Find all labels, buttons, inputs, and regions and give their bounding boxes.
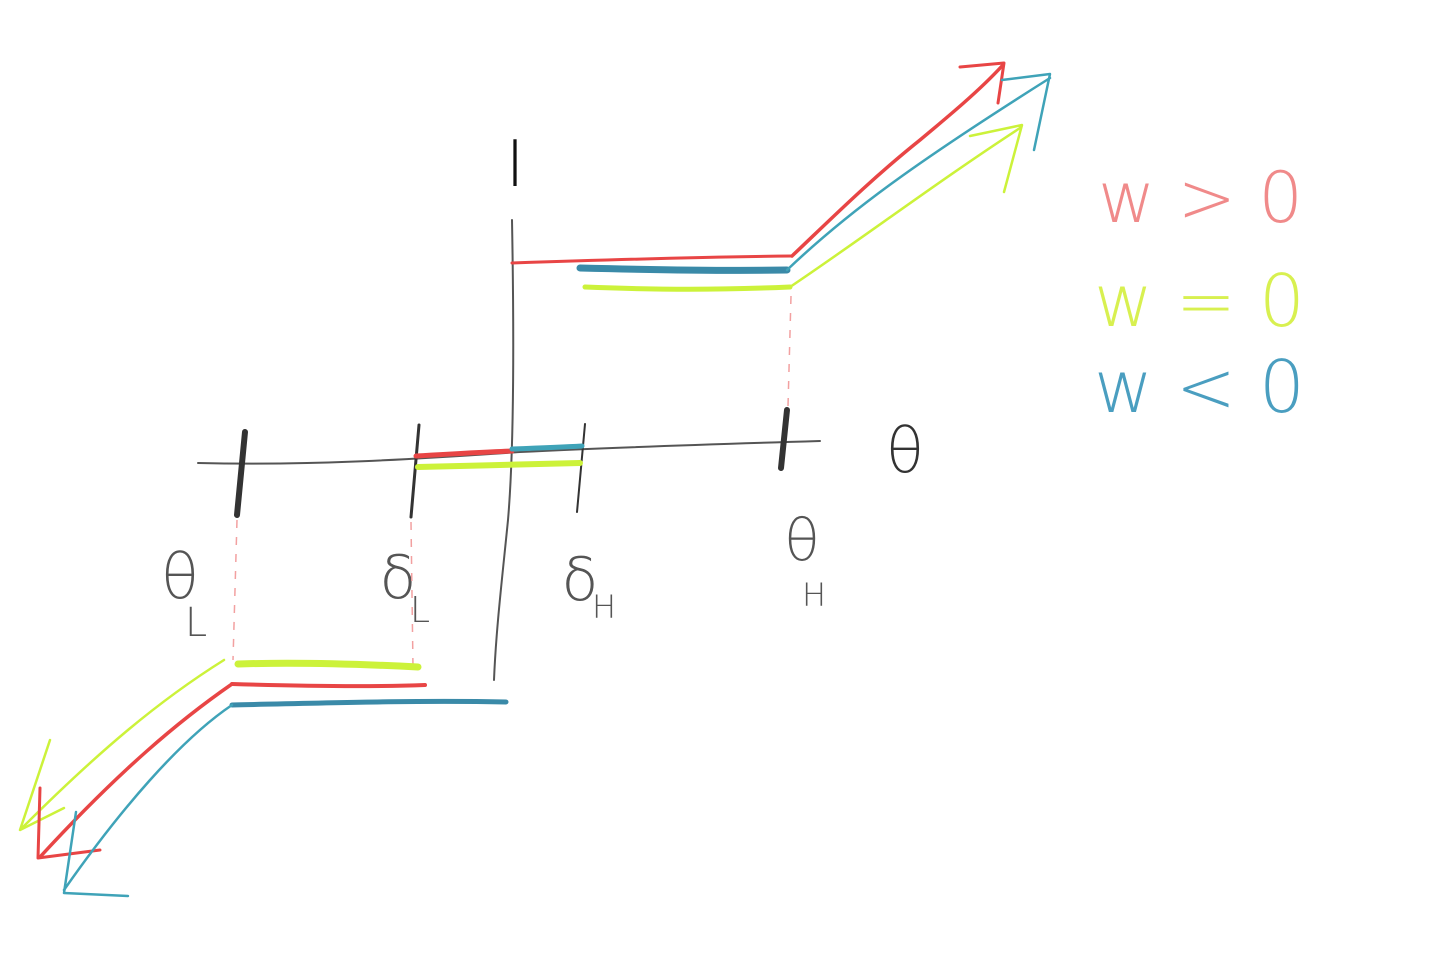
dashed-guides (232, 295, 792, 669)
red-lower-fall (38, 682, 234, 859)
teal-upper-arrowhead (1000, 72, 1052, 152)
tick-marks (234, 407, 790, 519)
tick-label-symbol: θ (161, 540, 199, 613)
tick-delta-L (409, 423, 421, 519)
guide-theta-L (232, 519, 238, 661)
horizontal-axis-label: θ (886, 414, 924, 487)
teal-upper-rise (785, 76, 1052, 272)
upper-branch (510, 61, 1052, 292)
lower-branch (18, 658, 509, 898)
red-upper-rise (790, 64, 1004, 258)
tick-label-theta-L: θ L (161, 540, 207, 646)
green-lower-plateau (234, 659, 422, 671)
tick-label-subscript: H (592, 588, 616, 626)
teal-axis-segment (509, 443, 585, 452)
legend-w-zero: w = 0 (1094, 259, 1305, 343)
red-lower-arrowhead (36, 786, 102, 860)
green-axis-segment (415, 460, 583, 470)
tick-theta-H (778, 407, 790, 471)
red-axis-segment (413, 448, 515, 459)
green-lower-fall (20, 658, 226, 830)
red-upper-arrowhead (958, 61, 1006, 105)
green-upper-arrowhead (968, 123, 1024, 194)
axis-labels: I θ (506, 128, 924, 487)
legend-w-positive: w > 0 (1098, 157, 1303, 239)
tick-label-delta-L: δ L (380, 543, 430, 631)
tick-label-subscript: H (802, 576, 826, 614)
tick-delta-H (576, 423, 586, 513)
vertical-axis (493, 219, 515, 681)
green-upper-plateau (582, 284, 793, 292)
green-lower-arrowhead (18, 738, 66, 832)
axis-segments (413, 443, 585, 470)
green-upper-rise (788, 126, 1022, 289)
tick-label-delta-H: δ H (562, 545, 616, 626)
tick-label-theta-H: θ H (784, 506, 826, 614)
red-lower-plateau (230, 682, 427, 689)
vertical-axis-label: I (506, 128, 525, 202)
guide-theta-H (787, 295, 792, 407)
tick-label-symbol: θ (784, 506, 820, 574)
axes (197, 219, 821, 681)
legend-w-negative: w < 0 (1094, 345, 1305, 429)
guide-delta-L (410, 521, 414, 669)
tick-theta-L (234, 429, 248, 518)
teal-lower-plateau (229, 698, 509, 708)
legend: w > 0 w = 0 w < 0 (1094, 157, 1305, 429)
horizontal-axis (197, 440, 821, 465)
tick-label-subscript: L (410, 590, 430, 631)
teal-upper-plateau (576, 264, 791, 274)
tick-label-symbol: δ (562, 545, 599, 615)
tick-label-symbol: δ (380, 543, 417, 613)
tick-label-subscript: L (185, 600, 207, 646)
tick-labels: θ L δ L δ H θ H (161, 506, 826, 646)
teal-lower-fall (62, 703, 234, 892)
red-upper-plateau (510, 254, 794, 265)
teal-lower-arrowhead (62, 810, 130, 898)
